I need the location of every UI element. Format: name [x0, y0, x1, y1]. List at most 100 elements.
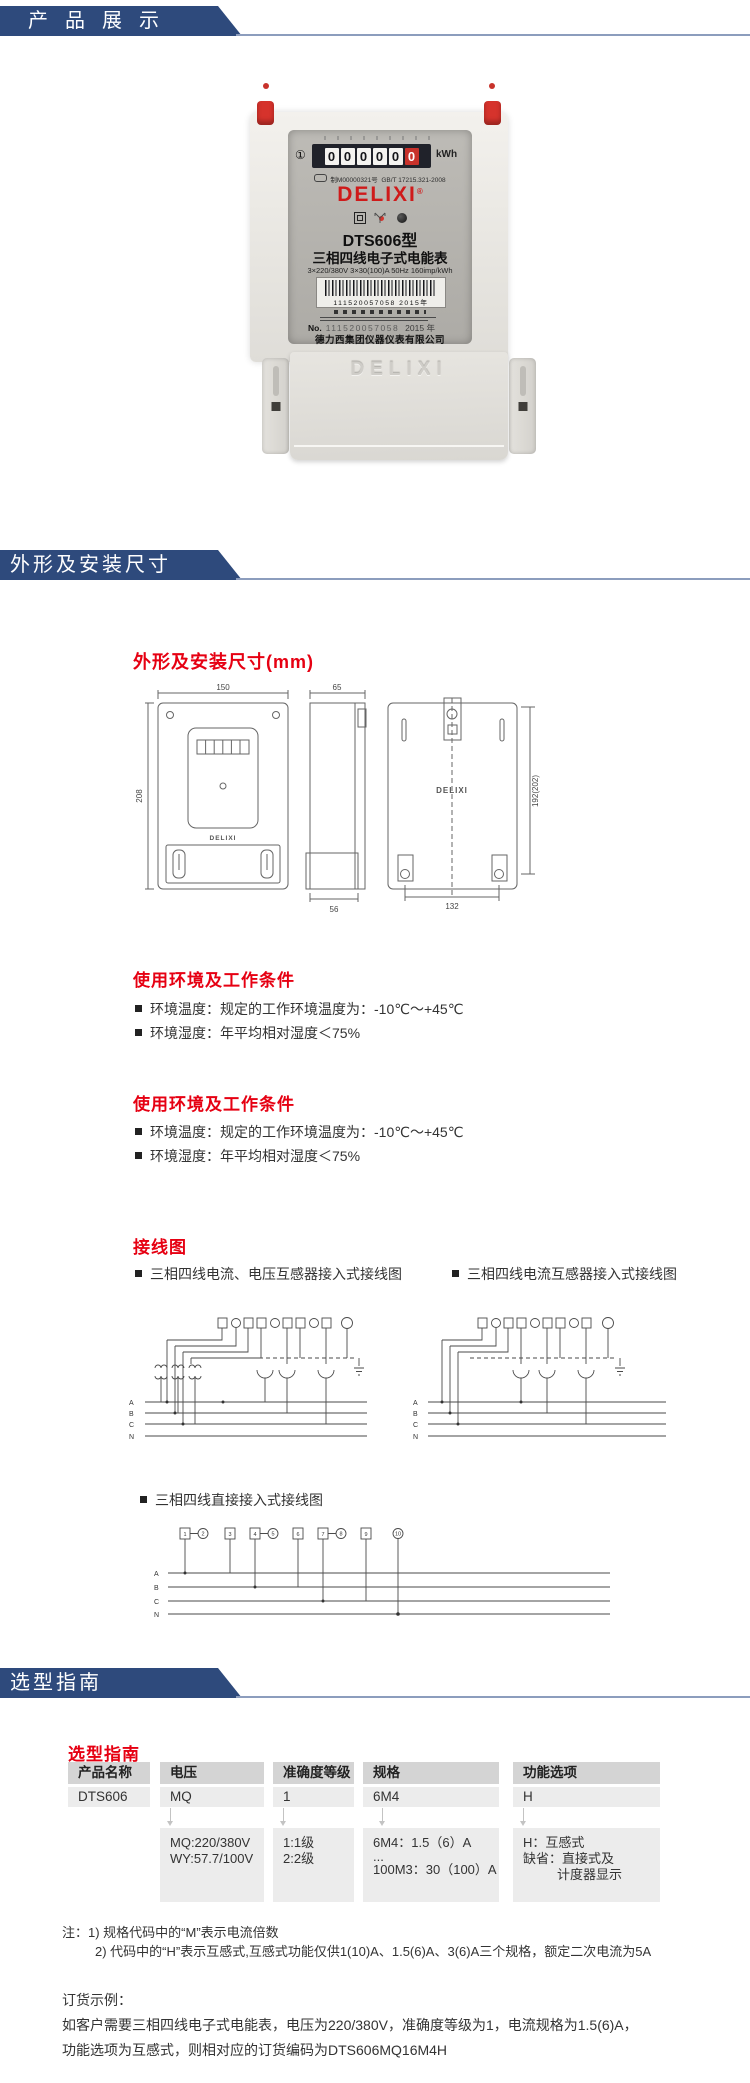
phase-label: A: [154, 1571, 159, 1578]
terminal-number: 2: [201, 1532, 204, 1538]
register-digit: 0: [324, 147, 339, 165]
table-header-function: 功能选项: [513, 1762, 660, 1784]
banner-rule-line: [236, 578, 750, 580]
down-arrow-icon: [280, 1808, 286, 1826]
back-view-logo: DELIXI: [436, 786, 468, 795]
register-digit: 0: [340, 147, 355, 165]
banner-title: 产品展示: [28, 10, 176, 32]
dim-side-bottom: 56: [330, 905, 339, 914]
env-item: 环境湿度：年平均相对湿度＜75%: [135, 1146, 360, 1166]
section-banner-selection-guide: 选型指南: [0, 1668, 750, 1698]
seal-dot-right: [489, 83, 495, 89]
register-window: 0 0 0 0 0 0: [312, 144, 431, 168]
terminal-number: 3: [228, 1532, 231, 1538]
meter-body: ① 0 0 0 0 0 0 kWh 制M00000321号 GB/T 17215…: [250, 83, 508, 362]
phase-label: A: [413, 1400, 418, 1407]
back-view-drawing: [387, 697, 535, 901]
table-value-product: DTS606: [68, 1787, 150, 1807]
bullet-square-icon: [135, 1128, 142, 1135]
cmc-badge-icon: [314, 174, 328, 182]
banner-shape: [0, 1668, 242, 1698]
terminal-number: 1: [183, 1532, 186, 1538]
order-example: 订货示例： 如客户需要三相四线电子式电能表，电压为220/380V，准确度等级为…: [62, 1988, 722, 2063]
phase-label: N: [154, 1612, 159, 1619]
rating-specs: 3×220/380V 3×30(100)A 50Hz 160imp/kWh: [307, 266, 453, 275]
down-arrow-icon: [379, 1808, 385, 1826]
nameplate-symbols: [288, 212, 472, 224]
section-banner-product-display: 产品展示: [0, 6, 750, 36]
phase-label: A: [129, 1400, 134, 1407]
side-view-drawing: [305, 690, 367, 902]
wiring-diagram-label-3: 三相四线直接接入式接线图: [140, 1490, 323, 1510]
terminal-cover: DELIXI: [290, 352, 508, 460]
bullet-square-icon: [140, 1496, 147, 1503]
product-name: 三相四线电子式电能表: [312, 251, 448, 266]
banner-title: 选型指南: [10, 1672, 102, 1694]
table-header-voltage: 电压: [160, 1762, 264, 1784]
front-view-logo: DELIXI: [210, 835, 237, 842]
embossed-logo: DELIXI: [350, 359, 448, 380]
banner-shape: [0, 550, 242, 580]
terminal-number: 6: [296, 1532, 299, 1538]
down-arrow-icon: [167, 1808, 173, 1826]
banner-rule-line: [236, 1696, 750, 1698]
register-digit: 0: [372, 147, 387, 165]
terminal-number: 8: [339, 1532, 342, 1538]
table-value-function: H: [513, 1787, 660, 1807]
phase-label: C: [129, 1422, 134, 1429]
wiring-diagram-ct: A B C N: [413, 1317, 666, 1441]
order-example-line: 如客户需要三相四线电子式电能表，电压为220/380V，准确度等级为1，电流规格…: [62, 2017, 638, 2033]
wiring-heading: 接线图: [133, 1238, 187, 1257]
note-line-2: 2) 代码中的“H”表示互感式,互感式功能仅供1(10)A、1.5(6)A、3(…: [95, 1944, 652, 1959]
terminal-cover-ear-left: [262, 358, 289, 454]
env-item: 环境湿度：年平均相对湿度＜75%: [135, 1023, 360, 1043]
terminal-number: 5: [271, 1532, 274, 1538]
banner-shape: [0, 6, 242, 36]
wiring-diagram-pt-ct: A B C N: [129, 1317, 367, 1441]
table-value-accuracy: 1: [273, 1787, 354, 1807]
order-example-line: 功能选项为互感式，则相对应的订货编码为DTS606MQ16M4H: [62, 2042, 448, 2058]
dim-back-height: 192(202): [531, 775, 540, 807]
brand-logo: DELIXI®: [337, 183, 423, 206]
product-photo: ① 0 0 0 0 0 0 kWh 制M00000321号 GB/T 17215…: [165, 65, 585, 465]
detail-box-function: H：互感式 缺省：直接式及 计度器显示: [513, 1828, 660, 1902]
order-example-title: 订货示例：: [62, 1992, 132, 2008]
table-header-accuracy: 准确度等级: [273, 1762, 354, 1784]
phase-label: N: [129, 1434, 134, 1441]
barcode-bars: [325, 280, 437, 296]
serial-label: No.: [308, 323, 322, 333]
table-value-spec: 6M4: [363, 1787, 499, 1807]
selection-heading: 选型指南: [68, 1745, 140, 1764]
phase-label: C: [413, 1422, 418, 1429]
terminal-number: 9: [364, 1532, 367, 1538]
serial-year: 2015 年: [405, 323, 435, 333]
banner-rule-line: [236, 34, 750, 36]
bullet-square-icon: [452, 1270, 459, 1277]
red-seal-left: [257, 101, 274, 125]
double-insulation-icon: [353, 212, 366, 224]
dim-front-width: 150: [216, 683, 230, 692]
meter-nameplate: ① 0 0 0 0 0 0 kWh 制M00000321号 GB/T 17215…: [288, 130, 472, 346]
wiring-diagram-direct: 1 2 3 4 5 6 7 8 9 10 A B C N: [154, 1527, 610, 1619]
env-item: 环境温度：规定的工作环境温度为：-10℃～+45℃: [135, 999, 463, 1019]
table-value-voltage: MQ: [160, 1787, 264, 1807]
accuracy-class-symbol: ①: [295, 148, 306, 162]
phase-label: N: [413, 1434, 418, 1441]
wiring-diagram-label-2: 三相四线电流互感器接入式接线图: [452, 1264, 677, 1284]
registered-mark: ®: [416, 187, 423, 196]
red-seal-right: [484, 101, 501, 125]
company-name: 德力西集团仪器仪表有限公司: [314, 335, 445, 346]
model-number: DTS606型: [342, 233, 418, 250]
approval-line: 制M00000321号 GB/T 17215.321-2008: [288, 174, 472, 184]
env-heading-1: 使用环境及工作条件: [133, 971, 295, 990]
bullet-square-icon: [135, 1005, 142, 1012]
approval-number: 制M00000321号: [330, 177, 378, 184]
bullet-square-icon: [135, 1270, 142, 1277]
terminal-cover-ear-right: [509, 358, 536, 454]
optical-port-icon: [396, 213, 407, 223]
banner-title: 外形及安装尺寸: [10, 554, 171, 576]
seal-dot-left: [263, 83, 269, 89]
phase-label: B: [129, 1411, 134, 1418]
